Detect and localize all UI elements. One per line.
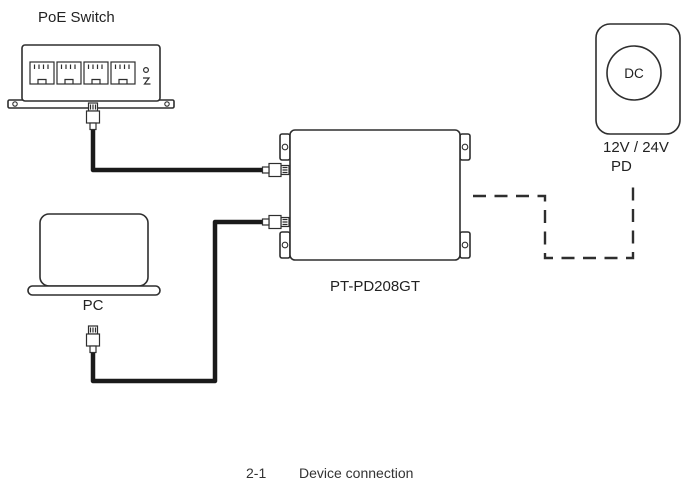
caption-number: 2-1 — [246, 465, 266, 481]
poe-switch-label: PoE Switch — [38, 9, 115, 26]
ear-screw-hole — [461, 241, 469, 249]
switch-indicator-icons — [143, 66, 151, 85]
caption-title: Device connection — [299, 465, 413, 481]
ethernet-port-icon — [83, 61, 109, 85]
laptop-base — [27, 285, 161, 296]
dc-power-adapter: DC — [595, 23, 681, 135]
pc-label: PC — [83, 297, 104, 314]
ethernet-cable-pc-to-splitter — [90, 219, 268, 384]
ethernet-port-icon — [56, 61, 82, 85]
pd-label: PD — [611, 158, 632, 175]
dc-label: DC — [624, 66, 644, 81]
voltage-label: 12V / 24V — [603, 139, 669, 156]
dc-plug-icon — [606, 45, 662, 101]
laptop-screen — [39, 213, 149, 287]
flange-screw-hole — [164, 101, 170, 107]
ethernet-port-icon — [29, 61, 55, 85]
dc-power-cable-dashed — [473, 186, 635, 260]
rj45-plug-icon-splitter-top — [261, 162, 290, 178]
flange-screw-hole — [12, 101, 18, 107]
ear-screw-hole — [281, 241, 289, 249]
pc-laptop — [27, 213, 161, 296]
poe-switch — [7, 44, 175, 109]
ethernet-port-icon — [110, 61, 136, 85]
ear-screw-hole — [461, 143, 469, 151]
poe-splitter — [279, 129, 471, 261]
rj45-plug-icon-splitter-bottom — [261, 214, 290, 230]
ethernet-cable-switch-to-splitter — [90, 125, 268, 173]
poe-splitter-label: PT-PD208GT — [330, 278, 420, 295]
splitter-body — [289, 129, 461, 261]
rj45-plug-icon-switch — [85, 102, 101, 131]
rj45-plug-icon-pc — [85, 325, 101, 354]
ear-screw-hole — [281, 143, 289, 151]
